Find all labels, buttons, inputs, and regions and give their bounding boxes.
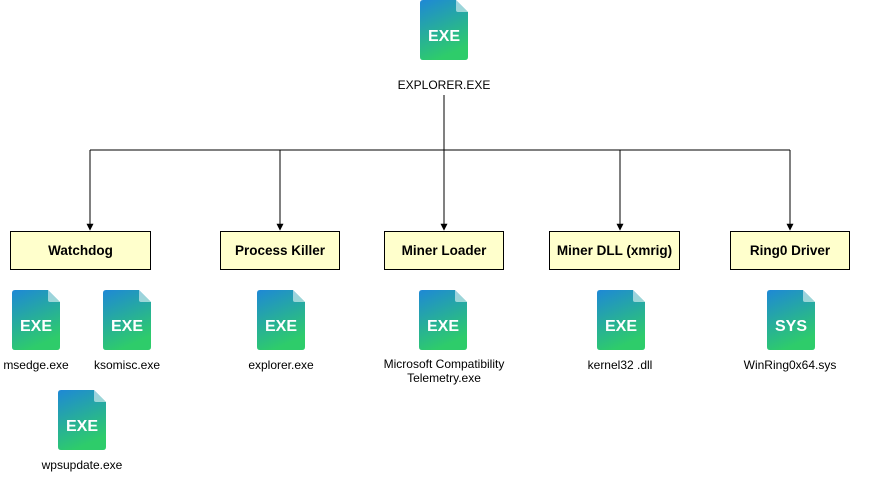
file-icon-text: EXE [20, 318, 52, 335]
module-box-label: Miner Loader [401, 243, 487, 258]
module-box-label: Miner DLL (xmrig) [556, 243, 673, 258]
module-box-label: Watchdog [48, 243, 113, 258]
module-box: Ring0 Driver [730, 231, 850, 270]
exe-file-icon: EXE [58, 390, 106, 450]
file-icon-text: EXE [427, 318, 459, 335]
connectors [86, 95, 794, 231]
exe-file-icon: EXE [257, 290, 305, 350]
file-label: WinRing0x64.sys [743, 358, 837, 372]
exe-file-icon: EXE [419, 290, 467, 350]
file-label: ksomisc.exe [93, 358, 161, 372]
module-box: Miner DLL (xmrig) [549, 231, 680, 270]
module-box: Watchdog [10, 231, 151, 270]
file-icon-text: EXE [605, 318, 637, 335]
module-box-label: Process Killer [234, 243, 326, 258]
file-icon-text: EXE [428, 28, 460, 45]
module-box: Process Killer [220, 231, 340, 270]
file-label: EXPLORER.EXE [397, 78, 491, 92]
file-label: wpsupdate.exe [41, 458, 123, 472]
exe-file-icon: EXE [12, 290, 60, 350]
module-box: Miner Loader [384, 231, 504, 270]
module-box-label: Ring0 Driver [749, 243, 831, 258]
sys-file-icon: SYS [767, 290, 815, 350]
file-label: explorer.exe [248, 358, 314, 372]
file-label: kernel32 .dll [587, 358, 653, 372]
file-icon-text: EXE [265, 318, 297, 335]
exe-file-icon: EXE [597, 290, 645, 350]
file-icon-text: SYS [775, 318, 807, 335]
exe-file-icon: EXE [103, 290, 151, 350]
file-label: msedge.exe [3, 358, 69, 372]
file-icon-text: EXE [66, 418, 98, 435]
file-icon-text: EXE [111, 318, 143, 335]
exe-file-icon: EXE [420, 0, 468, 60]
file-label: Microsoft Compatibility Telemetry.exe [383, 357, 505, 385]
